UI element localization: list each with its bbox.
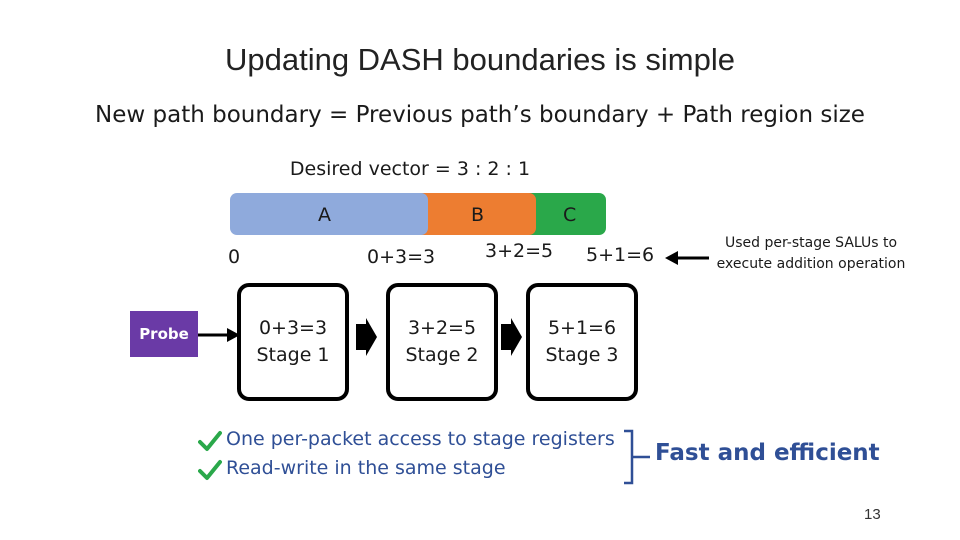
stage-3-op: 5+1=6 — [547, 317, 617, 339]
boundary-2: 3+2=5 — [485, 240, 554, 262]
bullet-1: One per-packet access to stage registers — [226, 428, 615, 450]
boundary-3: 5+1=6 — [586, 244, 655, 266]
stage-3-name: Stage 3 — [545, 344, 619, 366]
check-icon — [198, 460, 222, 480]
boundary-0: 0 — [228, 246, 241, 268]
stage-arrow-2 — [501, 318, 522, 356]
conclusion-text: Fast and efficient — [655, 440, 880, 466]
stage-2-name: Stage 2 — [405, 344, 479, 366]
segment-b — [410, 193, 536, 235]
bullet-2: Read-write in the same stage — [226, 457, 506, 479]
segment-b-label: B — [471, 204, 485, 226]
probe-arrow — [198, 328, 240, 342]
segment-a — [230, 193, 428, 235]
grouping-bracket — [624, 429, 650, 485]
segment-c-label: C — [563, 204, 577, 226]
stage-arrow-1 — [356, 318, 377, 356]
stage-2-box: 3+2=5 Stage 2 — [386, 283, 498, 401]
note-arrow — [665, 251, 709, 265]
page-number: 13 — [864, 506, 881, 523]
check-icon — [198, 431, 222, 451]
boundary-1: 0+3=3 — [367, 246, 436, 268]
probe-packet: Probe — [130, 311, 198, 357]
salu-note: Used per-stage SALUs to execute addition… — [716, 235, 906, 272]
stage-1-op: 0+3=3 — [258, 317, 328, 339]
stage-1-name: Stage 1 — [256, 344, 330, 366]
slide-title: Updating DASH boundaries is simple — [224, 42, 736, 77]
desired-vector: Desired vector = 3 : 2 : 1 — [289, 158, 531, 180]
stage-1-box: 0+3=3 Stage 1 — [237, 283, 349, 401]
boundary-formula: New path boundary = Previous path’s boun… — [95, 102, 865, 128]
stage-3-box: 5+1=6 Stage 3 — [526, 283, 638, 401]
stage-2-op: 3+2=5 — [407, 317, 477, 339]
segment-a-label: A — [318, 204, 331, 226]
